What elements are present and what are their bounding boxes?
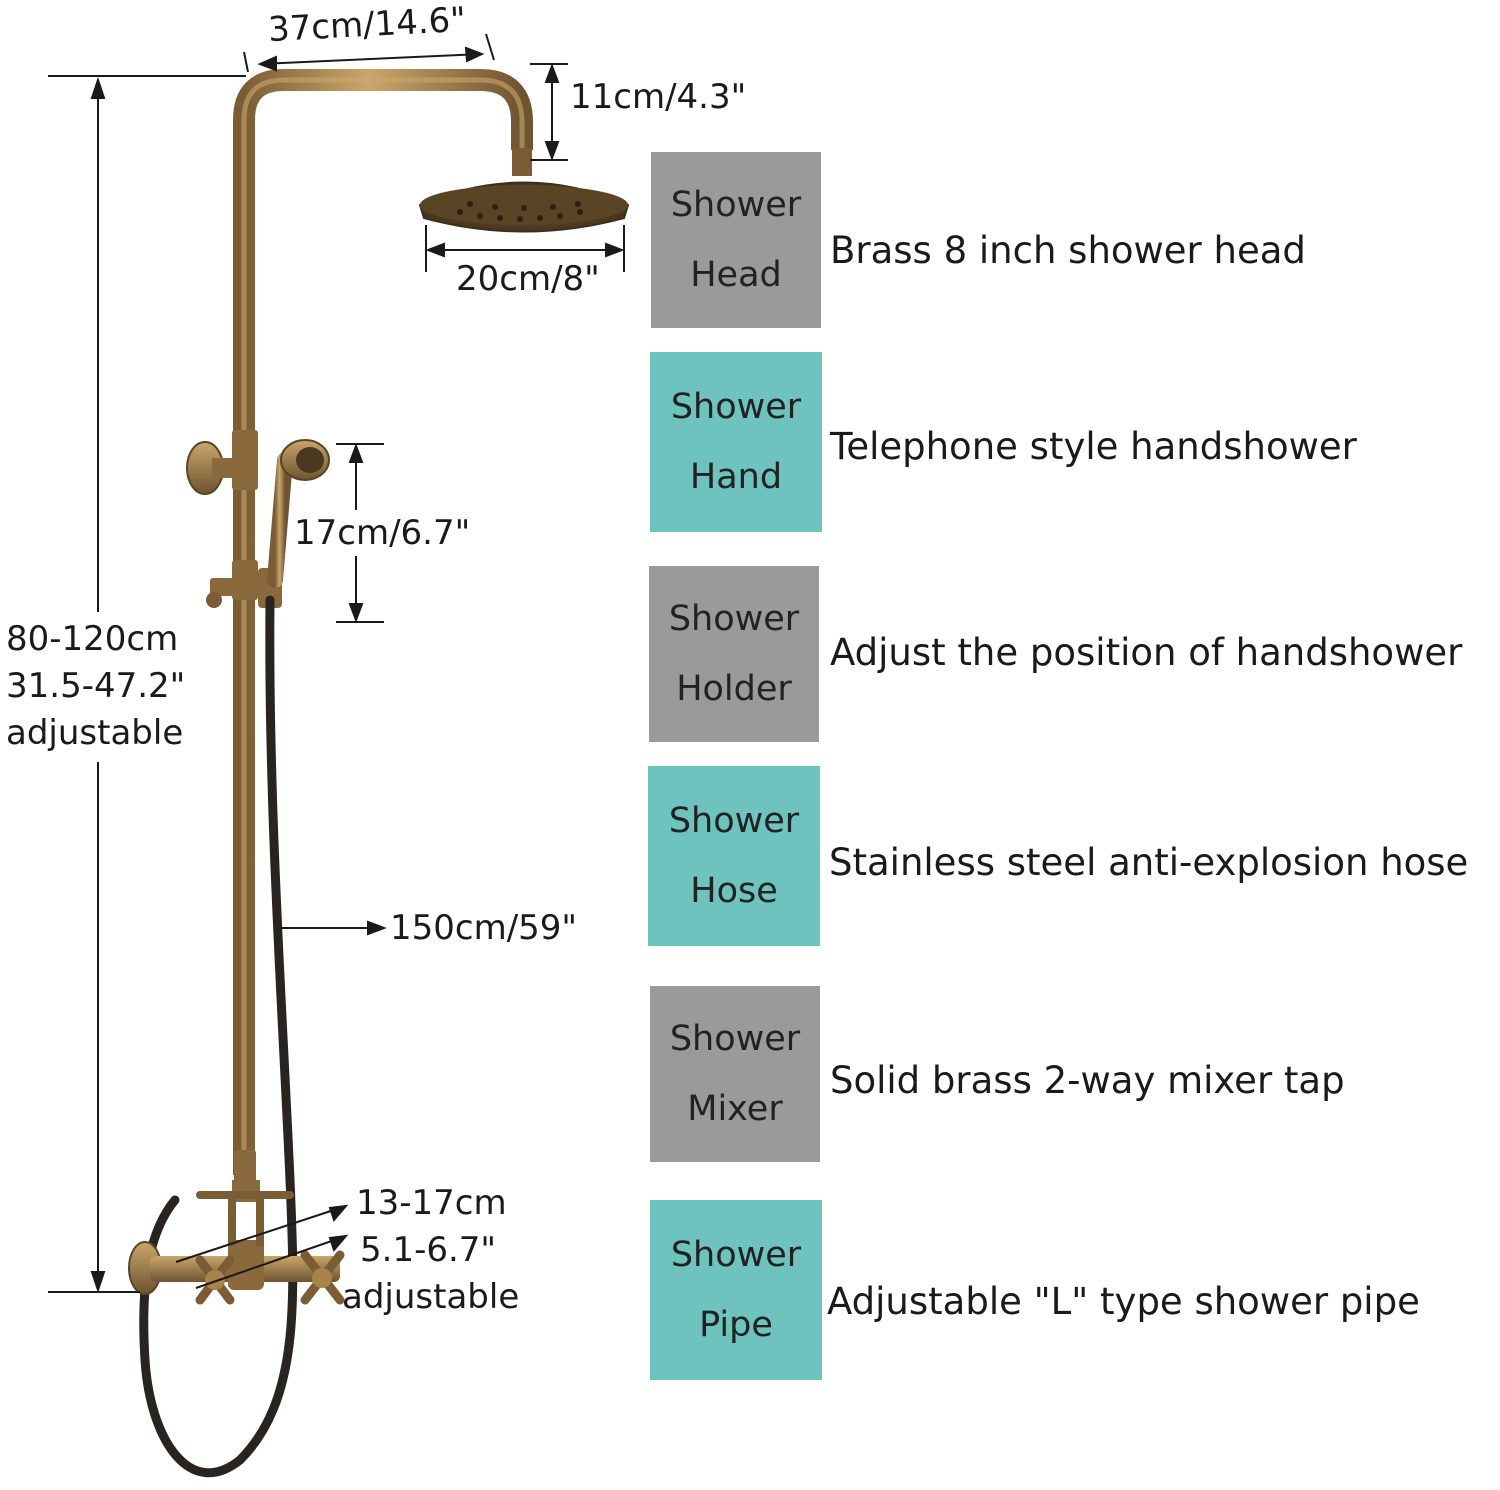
label-shower-mixer: Shower Mixer [650,986,820,1162]
hose-length-label: 150cm/59" [390,908,578,948]
label-shower-holder-line1: Shower [668,599,800,639]
label-shower-hose-line2: Hose [690,871,778,911]
label-box-bg-holder [649,566,819,742]
label-shower-hose-line1: Shower [668,801,800,841]
height-label-line3: adjustable [6,713,184,753]
wall-bracket [186,441,242,495]
height-label-line2: 31.5-47.2" [6,666,186,706]
shower-mixer [128,1180,345,1305]
desc-shower-hand: Telephone style handshower [830,425,1357,468]
label-box-bg-hose [648,766,820,946]
desc-shower-holder: Adjust the position of handshower [830,631,1463,674]
label-shower-mixer-line2: Mixer [687,1089,783,1129]
mixer-spacing-line2: 5.1-6.7" [360,1230,497,1270]
desc-shower-mixer: Solid brass 2-way mixer tap [830,1059,1345,1102]
label-shower-hose: Shower Hose [648,766,820,946]
label-shower-pipe-line2: Pipe [699,1305,773,1345]
label-shower-hand: Shower Hand [650,352,822,532]
label-shower-head-line2: Head [690,255,782,295]
label-shower-pipe-line1: Shower [670,1235,802,1275]
shower-hose [139,595,298,1478]
label-shower-holder: Shower Holder [649,566,819,742]
label-shower-head: Shower Head [651,152,821,328]
height-label: 80-120cm 31.5-47.2" adjustable [6,616,185,757]
mixer-spacing-label: 13-17cm 5.1-6.7" adjustable [342,1180,519,1321]
pipe-width-label: 37cm/14.6" [267,0,467,51]
label-box-bg-mixer [650,986,820,1162]
label-shower-head-line1: Shower [670,185,802,225]
label-shower-hand-line1: Shower [670,387,802,427]
shower-pipe [232,69,533,1190]
label-shower-pipe: Shower Pipe [650,1200,822,1380]
dimension-lines [48,33,625,1294]
label-shower-hand-line2: Hand [689,457,783,497]
hand-shower [267,439,330,588]
label-box-bg-head [651,152,821,328]
label-box-bg-pipe [650,1200,822,1380]
label-shower-mixer-line1: Shower [669,1019,801,1059]
handshower-length-label: 17cm/6.7" [294,513,471,553]
shower-head [418,148,630,233]
desc-shower-hose: Stainless steel anti-explosion hose [829,841,1469,884]
mixer-spacing-line1: 13-17cm [356,1183,507,1223]
desc-shower-pipe: Adjustable "L" type shower pipe [827,1280,1420,1323]
head-diameter-label: 20cm/8" [456,259,600,299]
desc-shower-head: Brass 8 inch shower head [830,229,1306,272]
mixer-spacing-line3: adjustable [342,1277,520,1317]
height-label-line1: 80-120cm [6,619,179,659]
label-shower-holder-line2: Holder [676,669,792,709]
arm-drop-label: 11cm/4.3" [570,77,747,117]
label-box-bg-hand [650,352,822,532]
